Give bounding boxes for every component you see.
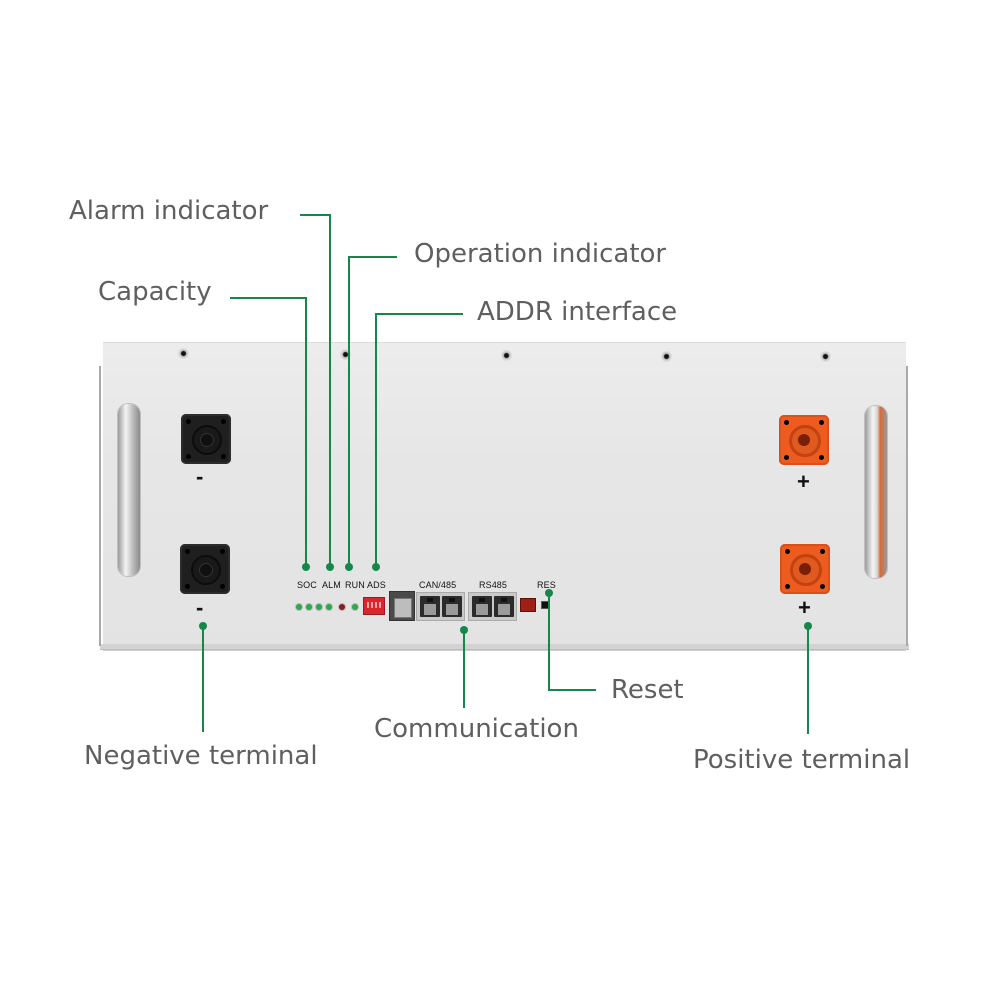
alarm-indicator-label: Alarm indicator [69, 196, 269, 226]
can485-ports [416, 592, 465, 621]
res-label: RES [537, 580, 556, 590]
reset-callout-line [548, 689, 596, 691]
rs485-ports [468, 592, 517, 621]
capacity-callout-line [305, 297, 307, 566]
can485-label: CAN/485 [419, 580, 457, 590]
positive-terminal-lower [780, 544, 830, 594]
rj45-port-icon [442, 596, 462, 617]
chassis-right-edge [906, 366, 908, 646]
soc-led-4 [326, 604, 332, 610]
addr-callout-line [375, 313, 377, 566]
rj45-port-icon [420, 596, 440, 617]
chassis-bottom-edge [100, 644, 909, 650]
alm-label: ALM [322, 580, 341, 590]
capacity-label: Capacity [98, 277, 212, 307]
operation-callout-dot [345, 563, 353, 571]
chassis-left-edge [99, 366, 101, 646]
addr-callout-dot [372, 563, 380, 571]
soc-label: SOC [297, 580, 317, 590]
operation-callout-line [348, 256, 350, 566]
communication-label: Communication [374, 714, 579, 744]
rj45-port-icon [472, 596, 492, 617]
soc-led-2 [306, 604, 312, 610]
addr-callout-line [375, 313, 463, 315]
power-switch [520, 598, 536, 612]
screw-icon [178, 348, 189, 359]
negative-sign: - [196, 464, 204, 489]
operation-indicator-label: Operation indicator [414, 239, 667, 269]
negative-terminal-lower [180, 544, 230, 594]
negative-terminal-label: Negative terminal [84, 741, 318, 771]
usb-port [389, 591, 415, 621]
soc-led-1 [296, 604, 302, 610]
screw-icon [820, 351, 831, 362]
screw-icon [661, 351, 672, 362]
soc-led-3 [316, 604, 322, 610]
reset-callout-line [548, 593, 550, 690]
alarm-callout-line [300, 214, 330, 216]
run-label: RUN [345, 580, 365, 590]
negative-sign: - [196, 595, 204, 620]
left-handle [118, 404, 140, 576]
negative-callout-line [202, 626, 204, 732]
alarm-callout-line [329, 214, 331, 566]
capacity-callout-dot [302, 563, 310, 571]
rs485-label: RS485 [479, 580, 508, 590]
communication-callout-line [463, 630, 465, 708]
capacity-callout-line [230, 297, 307, 299]
alarm-callout-dot [326, 563, 334, 571]
screw-icon [340, 349, 351, 360]
ads-label: ADS [367, 580, 386, 590]
positive-sign: + [798, 595, 811, 620]
positive-terminal-label: Positive terminal [693, 745, 911, 775]
positive-terminal-upper [779, 415, 829, 465]
reset-label: Reset [611, 675, 684, 705]
run-led [352, 604, 358, 610]
addr-dip-switch [363, 597, 385, 615]
rj45-port-icon [494, 596, 514, 617]
positive-sign: + [797, 469, 810, 494]
operation-callout-line [348, 256, 397, 258]
negative-terminal-upper [181, 414, 231, 464]
alarm-led [339, 604, 345, 610]
addr-interface-label: ADDR interface [477, 297, 678, 327]
screw-icon [501, 350, 512, 361]
right-handle [865, 406, 887, 578]
positive-callout-line [807, 626, 809, 734]
